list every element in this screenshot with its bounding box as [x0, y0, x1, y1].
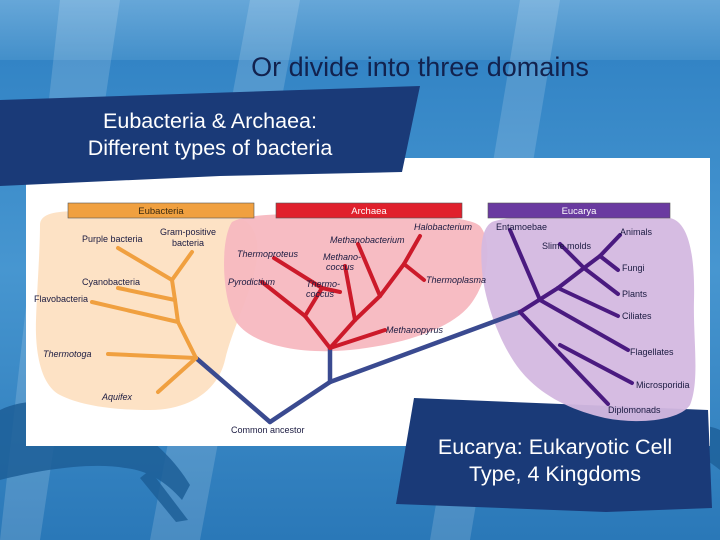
- archaea-header: Archaea: [351, 206, 387, 217]
- ciliates-label: Ciliates: [622, 311, 652, 321]
- bottom-banner-line-2: Type, 4 Kingdoms: [468, 462, 642, 487]
- methanococcus-label-1: Methano-: [323, 252, 361, 262]
- common-ancestor-label: Common ancestor: [231, 425, 305, 435]
- slide-title: Or divide into three domains: [251, 52, 589, 82]
- thermococcus-label-1: Thermo-: [306, 279, 340, 289]
- eubacteria-region: [35, 211, 258, 410]
- eucarya-region: [481, 213, 696, 422]
- top-banner-text: Eubacteria & Archaea: Different types of…: [40, 108, 380, 163]
- cyanobacteria-label: Cyanobacteria: [82, 277, 140, 287]
- top-banner-line-1: Eubacteria & Archaea:: [103, 109, 317, 133]
- slime-molds-label: Slime molds: [542, 241, 592, 251]
- archaea-region: [224, 213, 488, 352]
- flagellates-label: Flagellates: [630, 347, 674, 357]
- bottom-banner: [396, 398, 712, 512]
- pyrodictium-label: Pyrodictium: [228, 277, 276, 287]
- purple-bacteria-label: Purple bacteria: [82, 234, 143, 244]
- eucarya-header-bar: [487, 202, 671, 219]
- thermoplasma-label: Thermoplasma: [426, 275, 486, 285]
- methanopyrus-label: Methanopyrus: [386, 325, 444, 335]
- root-branches: [193, 309, 523, 425]
- gram-positive-label-1: Gram-positive: [160, 227, 216, 237]
- bottom-banner-line-1: Eucarya: Eukaryotic Cell: [437, 435, 673, 459]
- eubacteria-header: Eubacteria: [138, 206, 184, 217]
- top-banner: [0, 86, 420, 186]
- diplomonads-label: Diplomonads: [608, 405, 661, 415]
- thermoproteus-label: Thermoproteus: [237, 249, 299, 259]
- methanobacterium-label: Methanobacterium: [330, 235, 405, 245]
- bottom-banner-text: Eucarya: Eukaryotic Cell Type, 4 Kingdom…: [410, 434, 700, 489]
- thermococcus-label-2: coccus: [306, 289, 335, 299]
- archaea-header-bar: [275, 202, 463, 219]
- eubacteria-header-bar: [67, 202, 255, 219]
- entamoebae-label: Entamoebae: [496, 222, 547, 232]
- eubacteria-branches: [90, 246, 198, 394]
- aquifex-label: Aquifex: [101, 392, 133, 402]
- halobacterium-label: Halobacterium: [414, 222, 473, 232]
- thermotoga-label: Thermotoga: [43, 349, 92, 359]
- methanococcus-label-2: coccus: [326, 262, 355, 272]
- flavobacteria-label: Flavobacteria: [34, 294, 88, 304]
- fungi-label: Fungi: [622, 263, 645, 273]
- plants-label: Plants: [622, 289, 648, 299]
- animals-label: Animals: [620, 227, 653, 237]
- eucarya-branches: [508, 228, 634, 406]
- top-banner-line-2: Different types of bacteria: [87, 136, 333, 161]
- microsporidia-label: Microsporidia: [636, 380, 690, 390]
- gram-positive-label-2: bacteria: [172, 238, 204, 248]
- eucarya-header: Eucarya: [562, 206, 598, 217]
- archaea-branches: [260, 234, 426, 350]
